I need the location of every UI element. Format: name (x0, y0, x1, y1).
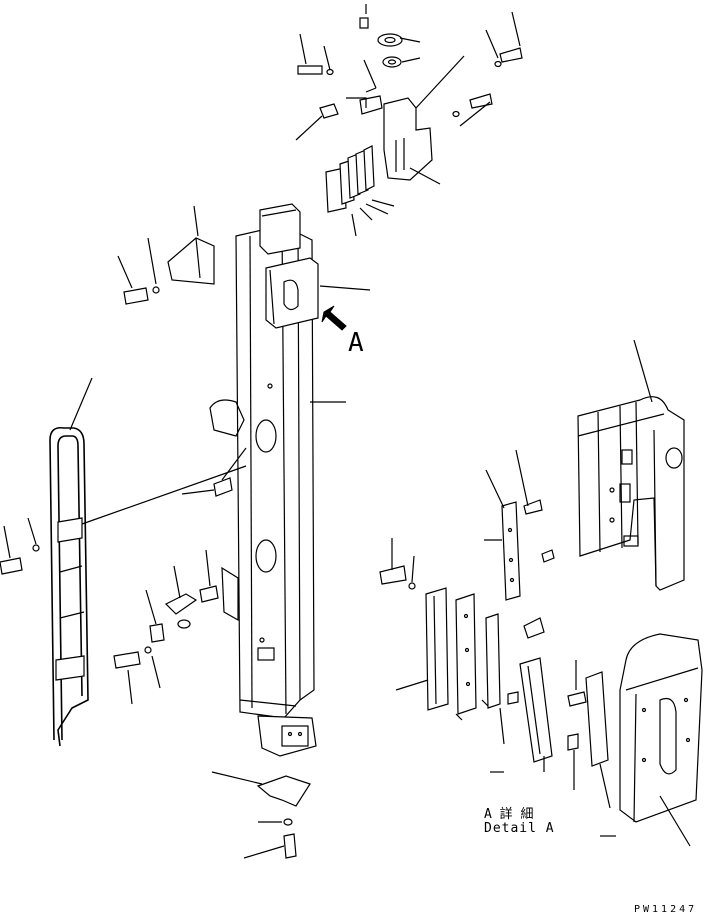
side-bracket (117, 205, 215, 305)
detail-a-frame (577, 339, 685, 591)
ladder (0, 377, 247, 747)
view-arrow-a (310, 285, 371, 403)
bottom-plate (211, 771, 311, 859)
view-arrow-label: A (348, 328, 364, 358)
column-fittings (113, 447, 247, 705)
main-column (209, 203, 319, 757)
top-bracket-assembly (295, 4, 523, 237)
drawing-number: PW11247 (634, 904, 698, 915)
detail-a-parts (379, 449, 703, 847)
detail-title-en: Detail A (484, 821, 555, 836)
detail-title-jp: A 詳 細 (484, 807, 534, 822)
